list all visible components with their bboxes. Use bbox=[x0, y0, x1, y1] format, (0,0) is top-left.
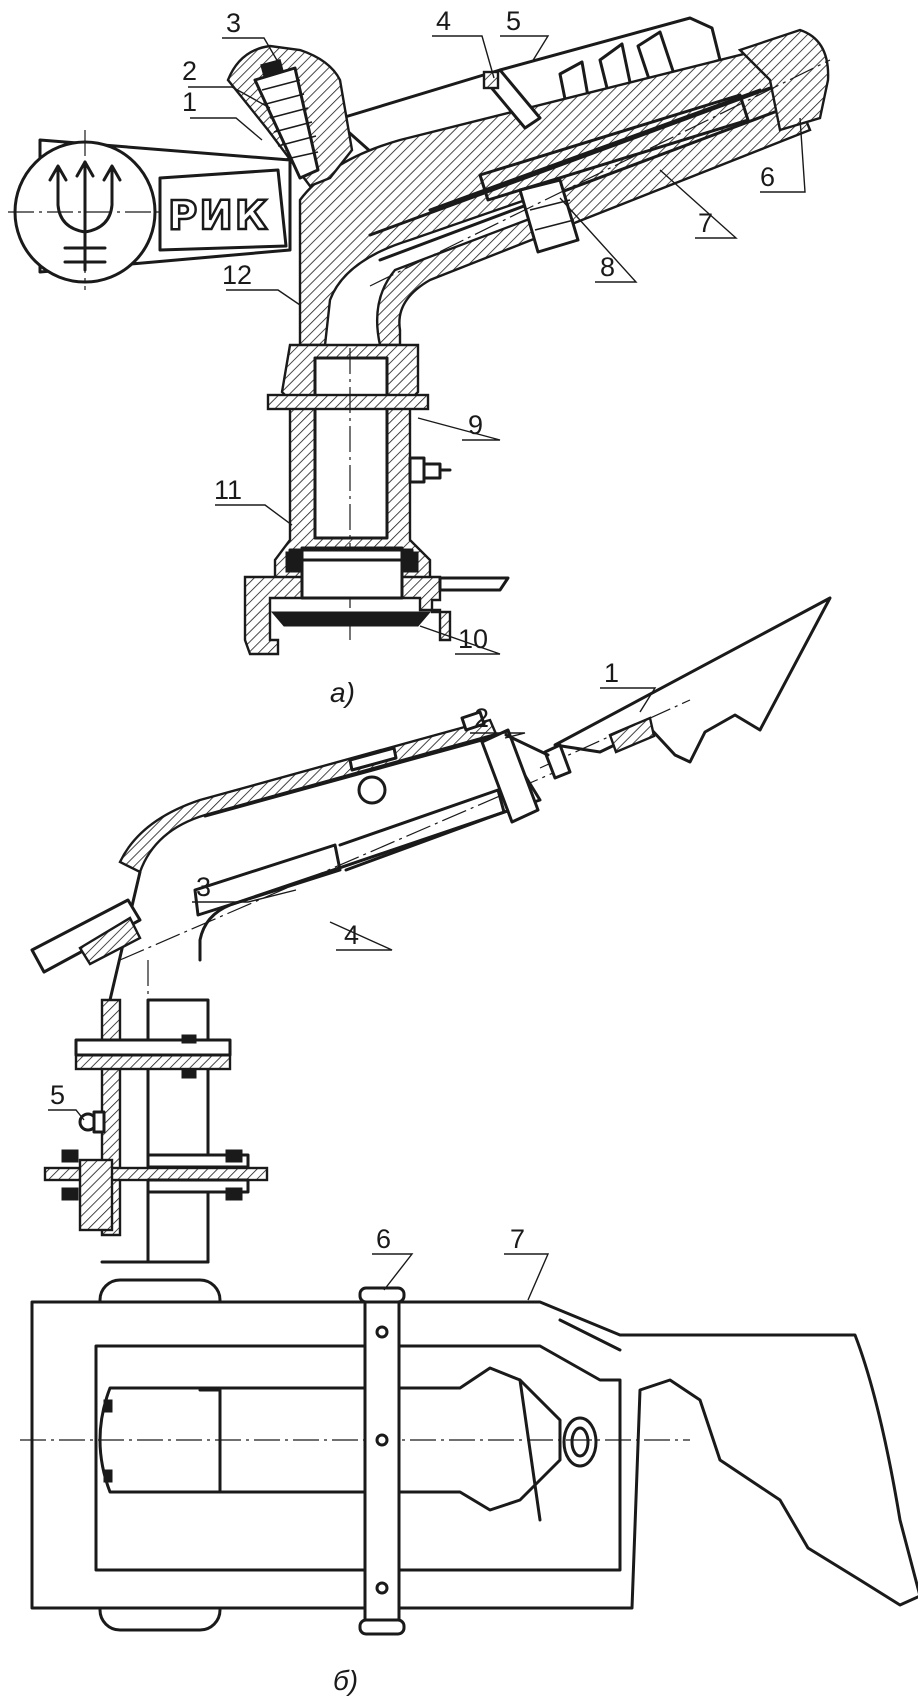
callout-a-4: 4 bbox=[436, 6, 451, 36]
callout-b-3: 3 bbox=[196, 872, 211, 902]
riser-bore bbox=[313, 356, 389, 540]
lock-screw bbox=[408, 456, 452, 484]
nozzle-tip bbox=[562, 1416, 598, 1468]
callout-a-1: 1 bbox=[182, 87, 197, 117]
lower-flange bbox=[43, 1166, 269, 1182]
callout-a-2: 2 bbox=[182, 56, 197, 86]
adjust-knob bbox=[348, 710, 486, 805]
figure-a-sprinkler-section: РИК bbox=[8, 16, 831, 656]
callout-a-12: 12 bbox=[222, 260, 252, 290]
clamp-band bbox=[358, 1286, 406, 1636]
barrel-tube-wall bbox=[118, 718, 498, 874]
trident-icon bbox=[48, 160, 122, 272]
figure-a-callouts: 1 2 3 4 5 6 7 8 9 10 11 12 bbox=[182, 6, 775, 654]
callout-a-3: 3 bbox=[226, 8, 241, 38]
figure-b-top-leaders bbox=[372, 1253, 550, 1301]
callout-a-9: 9 bbox=[468, 410, 483, 440]
figure-b-side-view bbox=[30, 596, 832, 1264]
figure-a-leaders bbox=[188, 35, 806, 655]
callout-b-7: 7 bbox=[510, 1224, 525, 1254]
logo-text: РИК bbox=[168, 193, 270, 239]
callout-b-5: 5 bbox=[50, 1080, 65, 1110]
logo-emblem: РИК bbox=[8, 130, 292, 290]
callout-a-7: 7 bbox=[698, 208, 713, 238]
figure-b-top-view bbox=[20, 1278, 918, 1636]
nozzle-cap bbox=[737, 28, 830, 132]
caption-a: а) bbox=[330, 677, 355, 708]
figure-b-top-callouts: 6 7 bbox=[376, 1224, 525, 1254]
callout-b-6: 6 bbox=[376, 1224, 391, 1254]
figure-b-leaders bbox=[48, 687, 657, 1121]
barrel-top bbox=[98, 1366, 562, 1512]
callout-a-8: 8 bbox=[600, 252, 615, 282]
upper-flange bbox=[74, 1053, 232, 1071]
callout-a-10: 10 bbox=[458, 624, 488, 654]
clamp-screw bbox=[78, 1110, 106, 1134]
deflector-plate bbox=[553, 596, 832, 764]
gasket bbox=[270, 611, 432, 627]
callout-b-4: 4 bbox=[344, 920, 359, 950]
callout-b-1: 1 bbox=[604, 658, 619, 688]
caption-b: б) bbox=[333, 1665, 358, 1696]
callout-b-2: 2 bbox=[474, 703, 489, 733]
callout-a-5: 5 bbox=[506, 6, 521, 36]
callout-a-11: 11 bbox=[214, 475, 242, 505]
callout-a-6: 6 bbox=[760, 162, 775, 192]
figure-b-callouts: 1 2 3 4 5 bbox=[50, 658, 619, 1110]
